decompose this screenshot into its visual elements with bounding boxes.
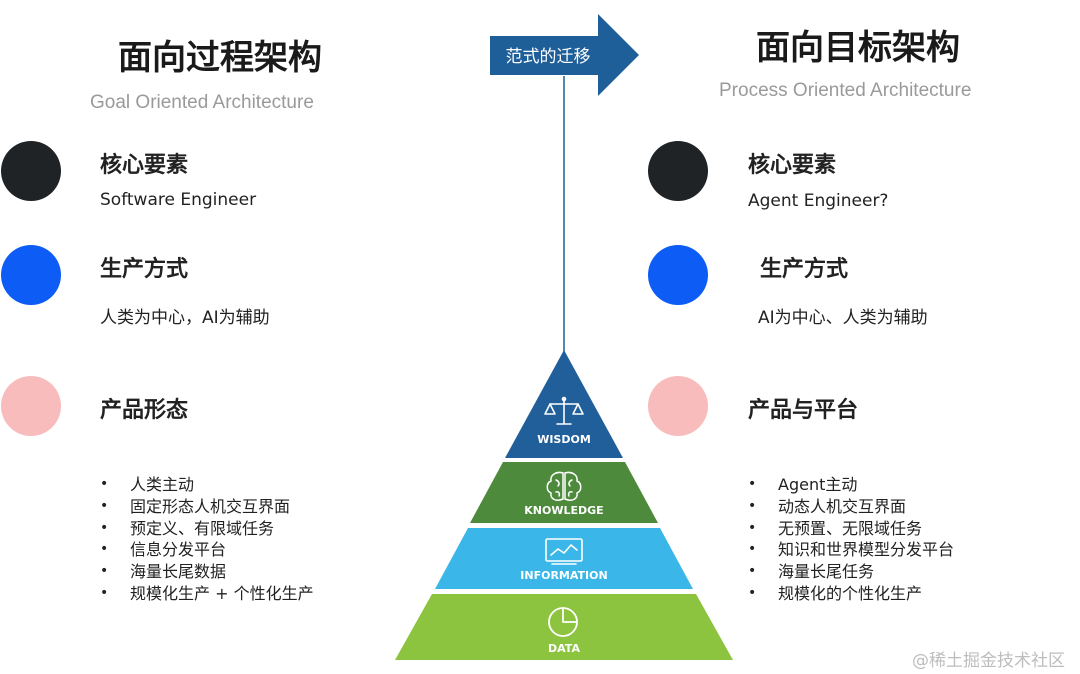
left-production-text: 人类为中心，AI为辅助 [100,308,270,328]
list-item: 预定义、有限域任务 [98,518,314,540]
left-core-text: Software Engineer [100,190,257,210]
left-core-dot [1,141,61,201]
list-item: 人类主动 [98,474,314,496]
pyramid-label-data: DATA [548,642,580,655]
list-item: 动态人机交互界面 [746,496,954,518]
right-title: 面向目标架构 [756,28,960,68]
left-product-dot [1,376,61,436]
left-subtitle: Goal Oriented Architecture [90,92,314,113]
pyramid-label-knowledge: KNOWLEDGE [524,504,603,517]
left-title: 面向过程架构 [118,38,322,78]
left-product-heading: 产品形态 [100,398,189,423]
right-production-heading: 生产方式 [760,257,849,282]
pyramid-level-data [395,594,733,660]
monitor-chart-icon [545,538,583,565]
list-item: Agent主动 [746,474,954,496]
pie-chart-icon [548,607,578,637]
list-item: 规模化的个性化生产 [746,583,954,605]
right-product-heading: 产品与平台 [748,398,859,423]
right-product-bullets: Agent主动 动态人机交互界面 无预置、无限域任务 知识和世界模型分发平台 海… [746,474,954,605]
watermark: @稀土掘金技术社区 [912,651,1065,671]
right-product-dot [648,376,708,436]
right-core-text: Agent Engineer? [748,191,889,211]
right-subtitle: Process Oriented Architecture [719,80,972,101]
pyramid-label-information: INFORMATION [520,569,607,582]
paradigm-shift-arrow [490,14,639,96]
pyramid-level-information [435,528,693,589]
paradigm-shift-label: 范式的迁移 [506,47,591,67]
right-production-text: AI为中心、人类为辅助 [758,308,928,328]
scales-icon [544,396,584,425]
list-item: 规模化生产 + 个性化生产 [98,583,314,605]
pyramid-label-wisdom: WISDOM [537,433,591,446]
left-production-heading: 生产方式 [100,257,189,282]
list-item: 海量长尾任务 [746,561,954,583]
list-item: 知识和世界模型分发平台 [746,539,954,561]
list-item: 信息分发平台 [98,539,314,561]
right-core-dot [648,141,708,201]
pyramid-level-knowledge [470,462,658,523]
right-production-dot [648,245,708,305]
list-item: 固定形态人机交互界面 [98,496,314,518]
left-core-heading: 核心要素 [100,153,189,178]
list-item: 无预置、无限域任务 [746,518,954,540]
right-core-heading: 核心要素 [748,153,837,178]
list-item: 海量长尾数据 [98,561,314,583]
brain-icon [546,471,582,501]
left-production-dot [1,245,61,305]
left-product-bullets: 人类主动 固定形态人机交互界面 预定义、有限域任务 信息分发平台 海量长尾数据 … [98,474,314,605]
